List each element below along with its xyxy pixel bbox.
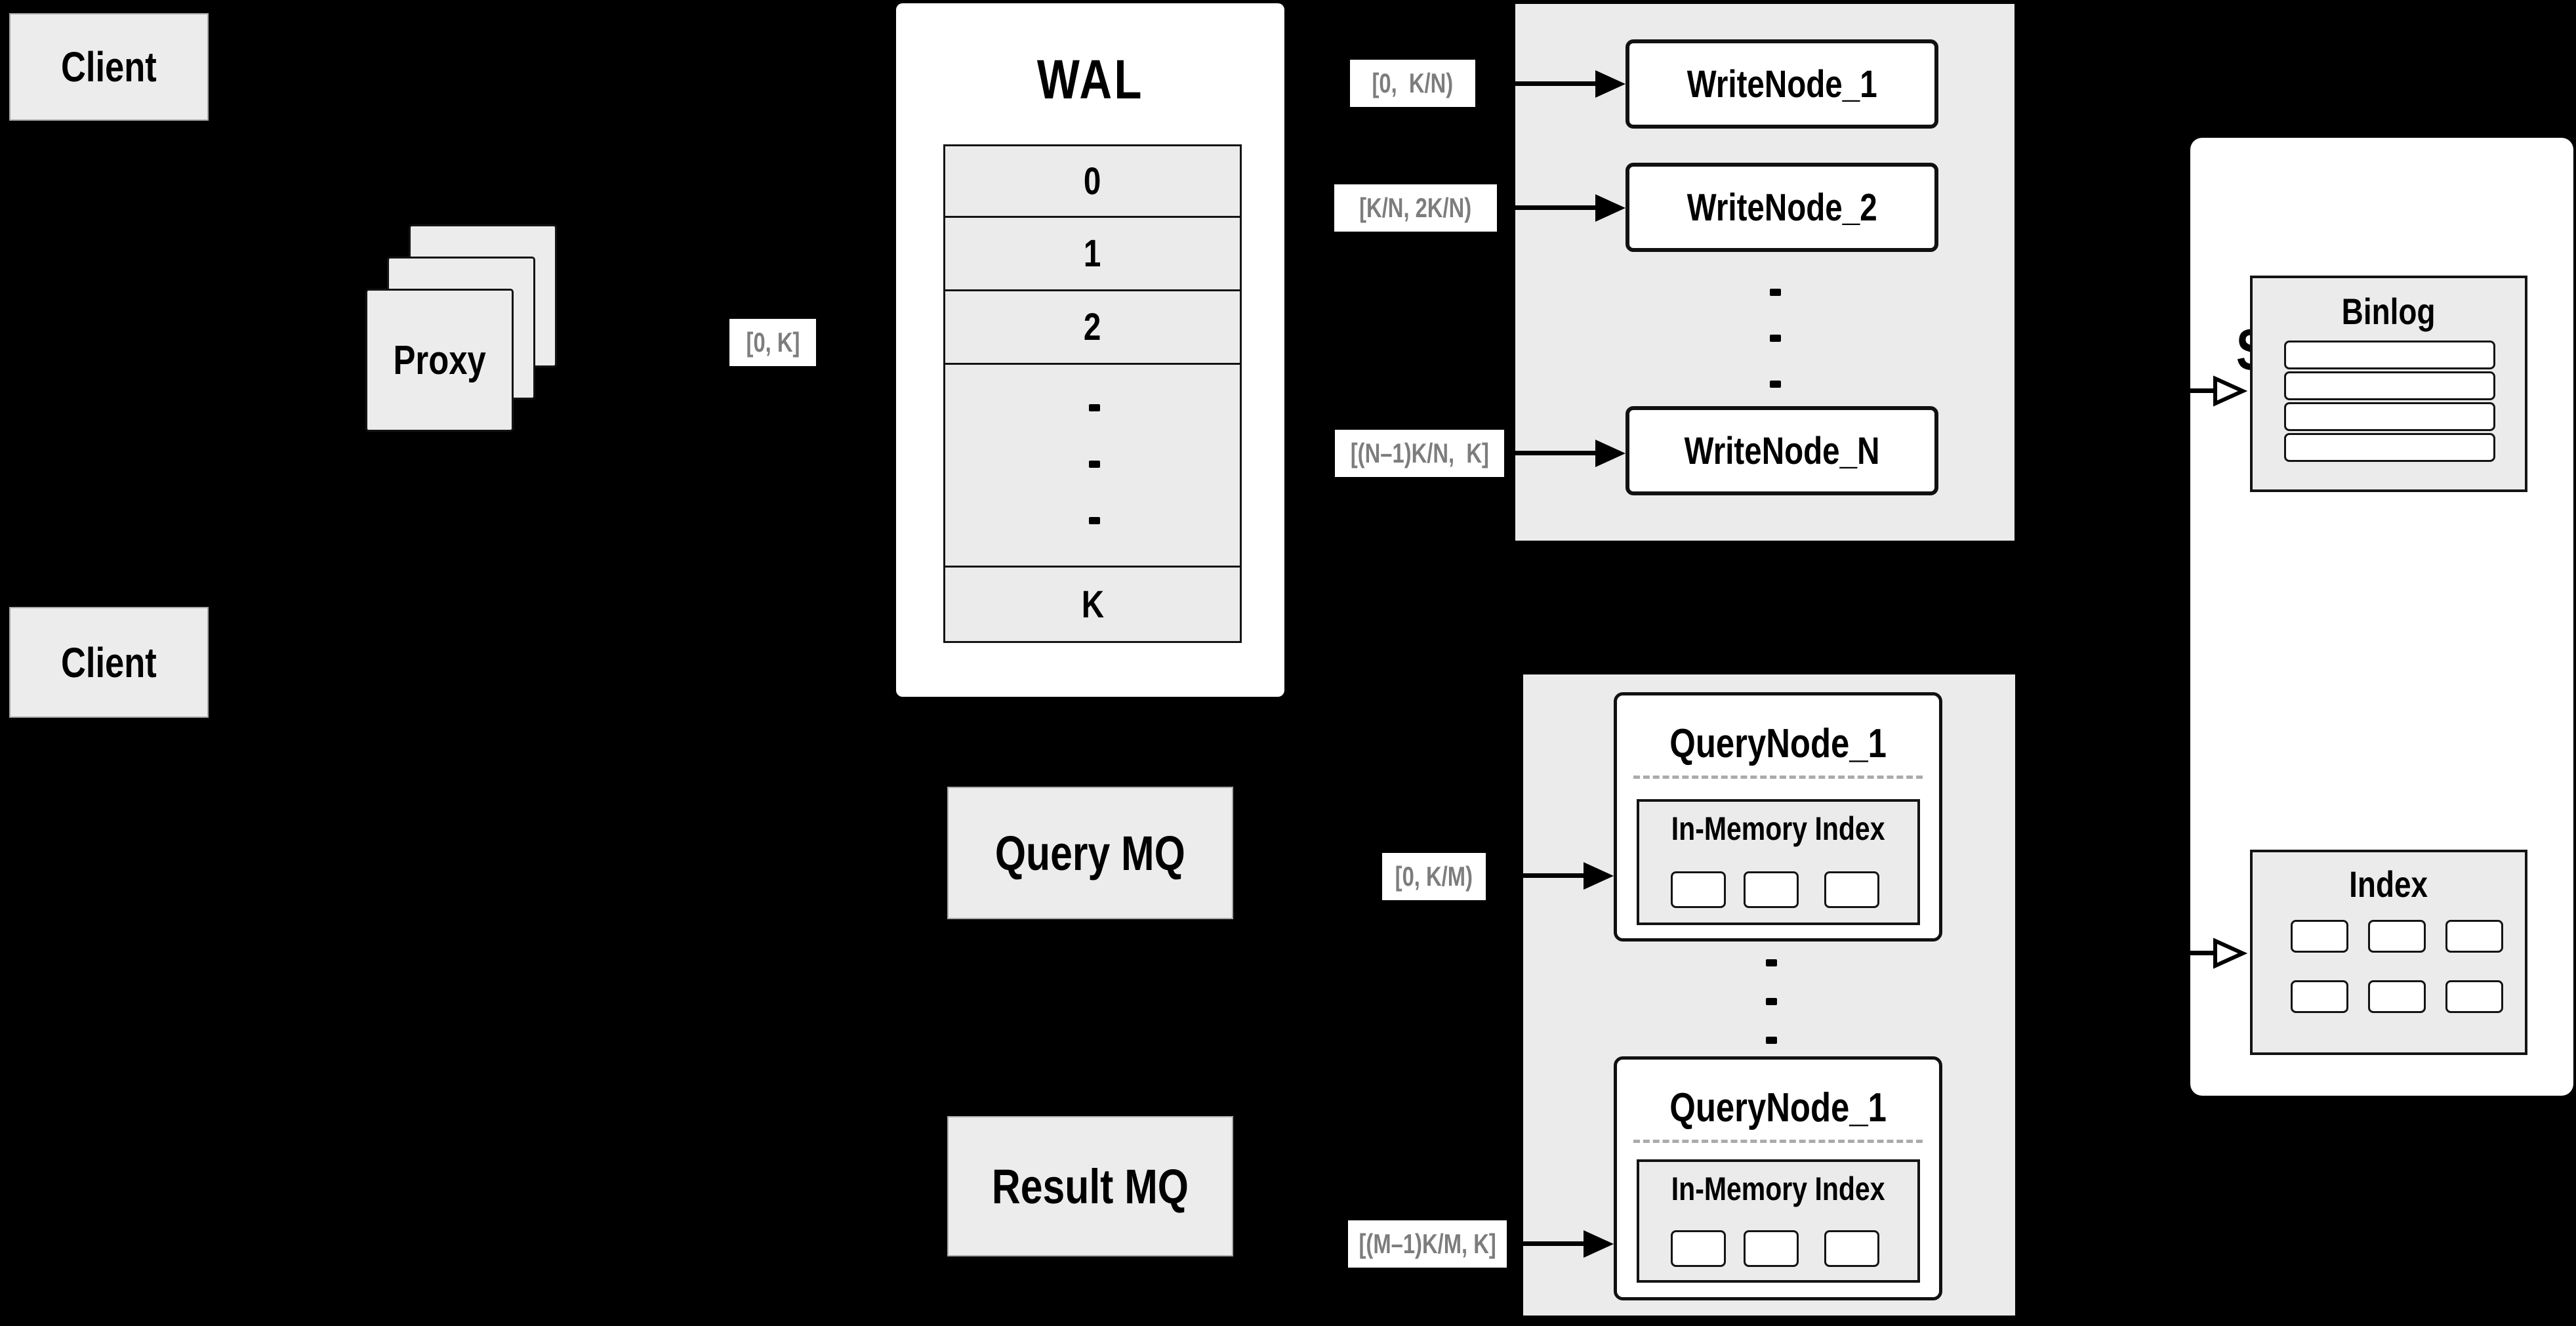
in-memory-index-title: In-Memory Index <box>1671 1171 1885 1207</box>
ellipsis-dot <box>1089 517 1100 524</box>
memory-cell <box>1671 1230 1726 1267</box>
memory-cell <box>1744 871 1799 908</box>
in-memory-index-title: In-Memory Index <box>1671 810 1885 847</box>
query-mq-label: Query MQ <box>994 825 1185 881</box>
in-memory-index-box: In-Memory Index <box>1637 799 1920 925</box>
arrow-line <box>2190 951 2215 955</box>
binlog-row <box>2284 433 2495 462</box>
result-mq-box: Result MQ <box>947 1116 1233 1256</box>
memory-cell <box>1671 871 1726 908</box>
range-label-query-m: [(M–1)K/M, K] <box>1348 1220 1507 1268</box>
index-cell <box>2368 920 2426 953</box>
ellipsis-dot <box>1766 959 1777 966</box>
memory-cell <box>1824 1230 1879 1267</box>
ellipsis-dot <box>1770 381 1781 388</box>
wal-panel: WAL 0 1 2 K <box>896 3 1284 697</box>
binlog-title: Binlog <box>2342 291 2436 332</box>
arrow-line <box>1504 451 1598 455</box>
binlog-row <box>2284 371 2495 400</box>
wal-segment-row-k: K <box>943 568 1242 643</box>
write-node-1: WriteNode_1 <box>1625 39 1938 129</box>
client-bottom-label: Client <box>61 638 157 686</box>
arrowhead-icon <box>1595 70 1625 98</box>
ellipsis-dot <box>1089 404 1100 411</box>
arrowhead-icon <box>1584 1230 1614 1258</box>
index-cell <box>2445 920 2503 953</box>
index-cell <box>2291 920 2348 953</box>
binlog-box: Binlog <box>2250 276 2527 492</box>
index-cell <box>2368 980 2426 1013</box>
wal-title: WAL <box>1036 49 1144 110</box>
ellipsis-dot <box>1766 1037 1777 1044</box>
client-box-bottom: Client <box>9 607 209 718</box>
arrow-line <box>1475 81 1598 86</box>
wal-segment-table: 0 1 2 K <box>943 144 1242 643</box>
range-label-query-1: [0, K/M) <box>1382 853 1486 900</box>
range-label-write-2: [K/N, 2K/N) <box>1334 184 1497 232</box>
dashed-divider <box>1633 776 1923 779</box>
result-mq-label: Result MQ <box>991 1159 1189 1214</box>
wal-segment-row-1: 1 <box>943 218 1242 291</box>
index-box: Index <box>2250 850 2527 1055</box>
wal-segment-row-0: 0 <box>943 144 1242 218</box>
range-label-proxy-out: [0, K] <box>729 319 816 366</box>
write-node-n: WriteNode_N <box>1625 406 1938 495</box>
arrowhead-icon <box>1595 194 1625 222</box>
range-label-write-1: [0, K/N) <box>1350 60 1475 107</box>
proxy-card-front: Proxy <box>365 289 514 432</box>
arrowhead-icon <box>1584 862 1614 890</box>
memory-cell <box>1744 1230 1799 1267</box>
proxy-label: Proxy <box>393 337 486 383</box>
query-node-box-1: QueryNode_1 In-Memory Index <box>1614 692 1942 942</box>
client-top-label: Client <box>61 43 157 91</box>
query-node-2-title: QueryNode_1 <box>1669 1085 1887 1130</box>
write-node-2: WriteNode_2 <box>1625 163 1938 252</box>
index-title: Index <box>2349 863 2428 905</box>
query-mq-box: Query MQ <box>947 787 1233 919</box>
arrow-line <box>2190 388 2215 393</box>
store-engine-panel: Store Engine Binlog Index <box>2190 138 2573 1096</box>
ellipsis-dot <box>1770 289 1781 296</box>
wal-ellipsis-row <box>943 365 1242 568</box>
arrow-line <box>1497 205 1598 210</box>
open-arrowhead-icon <box>2213 375 2248 407</box>
ellipsis-dot <box>1766 998 1777 1005</box>
in-memory-index-box: In-Memory Index <box>1637 1159 1920 1283</box>
binlog-row <box>2284 341 2495 369</box>
open-arrowhead-icon <box>2213 938 2248 969</box>
dashed-divider <box>1633 1140 1923 1143</box>
ellipsis-dot <box>1089 461 1100 468</box>
arrow-line <box>1486 873 1586 878</box>
memory-cell <box>1824 871 1879 908</box>
client-box-top: Client <box>9 13 209 121</box>
range-label-write-n: [(N–1)K/N, K] <box>1335 430 1504 477</box>
index-cell <box>2291 980 2348 1013</box>
binlog-row <box>2284 402 2495 431</box>
ellipsis-dot <box>1770 335 1781 342</box>
query-node-1-title: QueryNode_1 <box>1669 721 1887 766</box>
query-node-box-2: QueryNode_1 In-Memory Index <box>1614 1056 1942 1300</box>
wal-segment-row-2: 2 <box>943 291 1242 365</box>
arrow-line <box>1507 1241 1586 1246</box>
index-cell <box>2445 980 2503 1013</box>
arrowhead-icon <box>1595 440 1625 467</box>
